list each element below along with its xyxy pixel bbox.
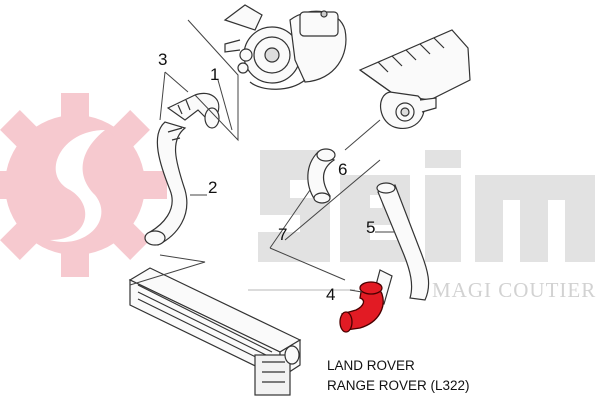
vehicle-model: RANGE ROVER (L322)	[327, 378, 470, 393]
intake-manifold-illustration	[358, 29, 471, 129]
gear-tooth	[108, 110, 150, 152]
watermark-brand-letters	[258, 150, 595, 262]
hose-2-illustration	[144, 121, 188, 246]
turbocharger-illustration	[223, 4, 347, 90]
hose-3-illustration	[166, 92, 220, 129]
vehicle-make: LAND ROVER	[327, 358, 415, 373]
callout-7: 7	[278, 225, 287, 244]
gear-tooth	[0, 218, 42, 260]
gear-tooth	[108, 218, 150, 260]
gear-tooth	[0, 110, 42, 152]
gear-tooth	[61, 93, 89, 123]
gear-tooth	[0, 171, 13, 199]
gear-tooth	[137, 171, 167, 199]
vehicle-caption: LAND ROVER RANGE ROVER (L322)	[327, 356, 470, 396]
callout-2: 2	[208, 178, 217, 197]
watermark-subtitle: MAGI COUTIER	[432, 278, 596, 302]
hose-4-highlighted	[339, 281, 384, 333]
gear-s-mark	[50, 130, 105, 242]
callout-3: 3	[158, 50, 167, 69]
callout-4: 4	[326, 285, 335, 304]
hose-6-illustration	[307, 148, 336, 204]
callout-6: 6	[338, 160, 347, 179]
callout-1: 1	[210, 65, 219, 84]
intercooler-illustration	[128, 267, 302, 396]
gear-tooth	[61, 247, 89, 277]
callout-5: 5	[366, 218, 375, 237]
watermark-gear-logo	[0, 93, 167, 277]
leader-lines	[129, 19, 395, 293]
